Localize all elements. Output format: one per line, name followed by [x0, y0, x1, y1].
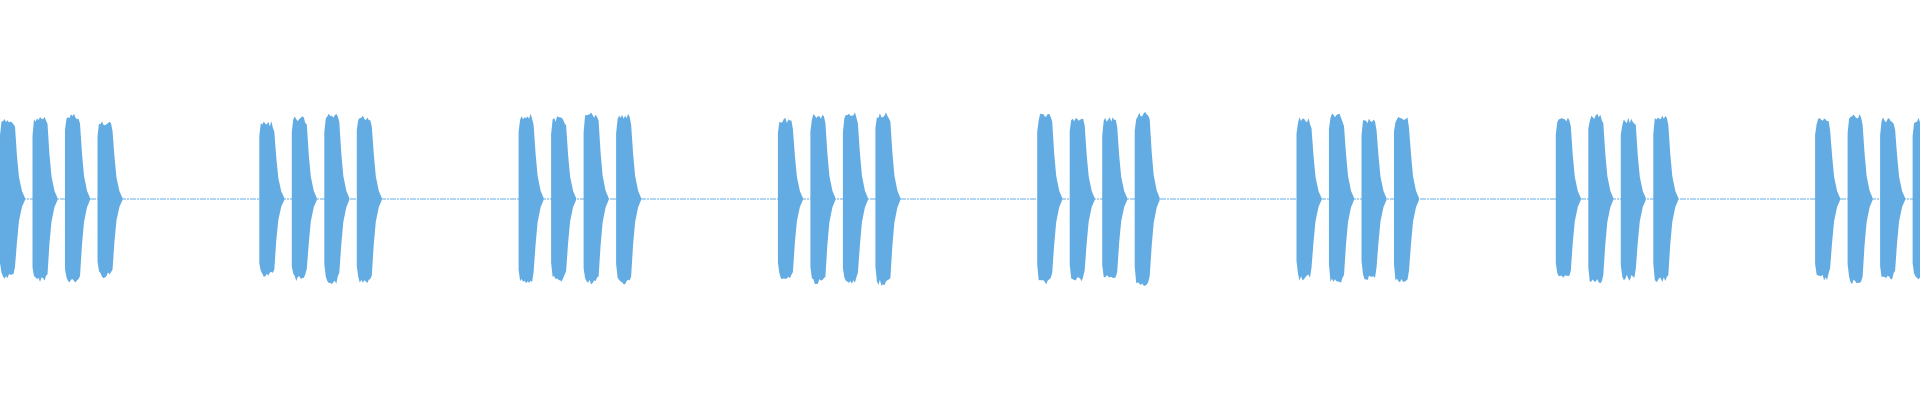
- burst-1-3: [65, 113, 90, 283]
- burst-6-3: [1361, 118, 1387, 281]
- burst-8-1: [1815, 118, 1841, 281]
- burst-group-1: [0, 113, 123, 283]
- burst-7-2: [1588, 113, 1614, 284]
- burst-6-2: [1329, 113, 1354, 283]
- burst-3-4: [616, 114, 642, 285]
- burst-2-2: [291, 116, 317, 282]
- burst-4-2: [810, 114, 836, 284]
- burst-3-3: [583, 112, 609, 285]
- burst-7-3: [1620, 117, 1646, 281]
- burst-group-6: [1296, 113, 1419, 283]
- burst-3-2: [551, 116, 577, 282]
- burst-group-4: [777, 112, 901, 286]
- burst-1-4: [97, 121, 123, 279]
- burst-2-3: [324, 113, 350, 285]
- burst-1-2: [32, 116, 58, 282]
- burst-6-4: [1394, 116, 1419, 283]
- burst-group-8: [1815, 114, 1920, 284]
- burst-4-3: [842, 112, 868, 284]
- burst-8-3: [1880, 117, 1906, 280]
- waveform-bursts: [0, 112, 1920, 286]
- burst-5-2: [1069, 118, 1095, 282]
- burst-group-7: [1555, 113, 1679, 284]
- burst-5-1: [1037, 113, 1063, 285]
- burst-4-4: [875, 112, 901, 286]
- burst-8-4: [1912, 117, 1920, 280]
- burst-4-1: [777, 118, 803, 279]
- burst-5-3: [1102, 117, 1128, 278]
- burst-8-2: [1847, 114, 1873, 284]
- burst-2-4: [356, 115, 382, 284]
- burst-7-1: [1555, 117, 1581, 278]
- burst-group-3: [518, 112, 642, 285]
- burst-group-5: [1037, 112, 1160, 286]
- burst-group-2: [259, 113, 382, 285]
- burst-6-1: [1296, 117, 1322, 281]
- burst-3-1: [518, 113, 544, 284]
- burst-2-1: [259, 121, 285, 277]
- burst-5-4: [1134, 112, 1160, 286]
- burst-1-1: [0, 119, 25, 279]
- burst-7-4: [1653, 115, 1679, 283]
